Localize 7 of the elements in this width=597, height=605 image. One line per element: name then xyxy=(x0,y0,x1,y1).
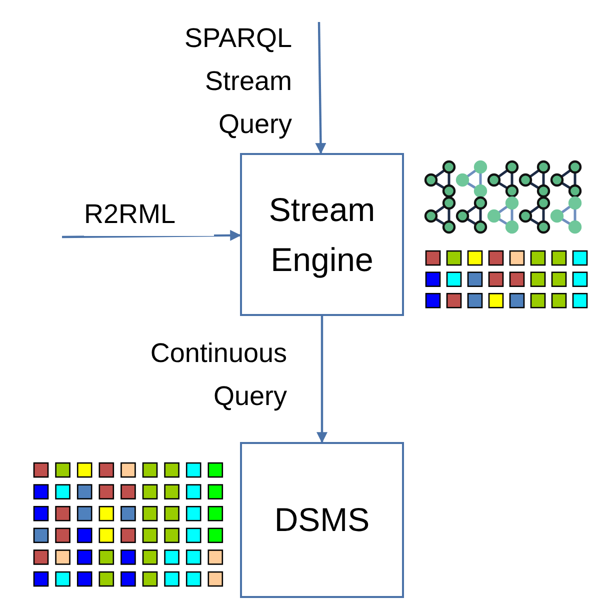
arrow xyxy=(316,316,328,444)
process-box xyxy=(240,153,404,316)
arrow xyxy=(315,22,326,154)
node-label: DSMS xyxy=(273,500,371,540)
node-label: Stream Engine xyxy=(268,190,376,280)
arrow xyxy=(62,230,242,241)
process-box xyxy=(240,442,404,598)
